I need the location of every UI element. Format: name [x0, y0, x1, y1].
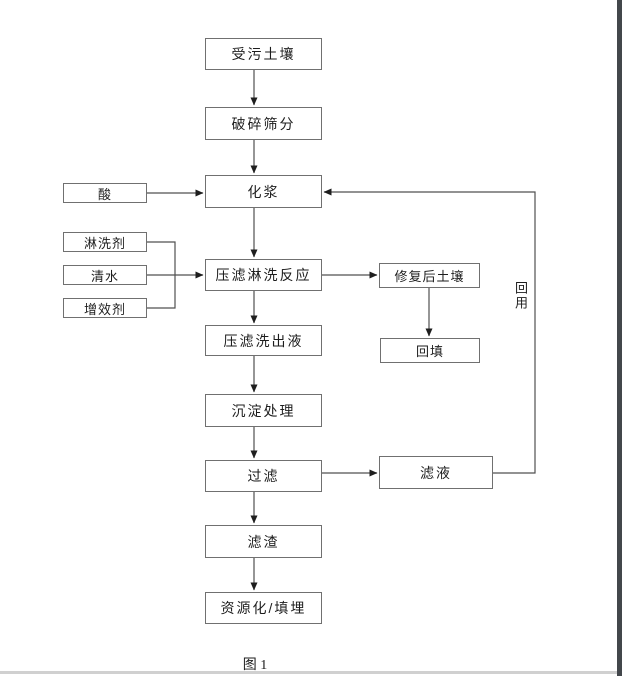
- node-filter-residue: 滤渣: [205, 525, 322, 558]
- edge-label-reuse: 回用: [513, 281, 528, 311]
- node-acid: 酸: [63, 183, 147, 203]
- figure-caption: 图 1: [242, 658, 268, 673]
- page-right-edge-bar: [617, 0, 622, 676]
- node-synergist: 增效剂: [63, 298, 147, 318]
- node-slurry: 化浆: [205, 175, 322, 208]
- node-backfill: 回填: [380, 338, 480, 363]
- node-precipitation: 沉淀处理: [205, 394, 322, 427]
- node-washing-agent: 淋洗剂: [63, 232, 147, 252]
- node-remediated-soil: 修复后土壤: [379, 263, 480, 288]
- node-filtration: 过滤: [205, 460, 322, 492]
- node-clean-water: 清水: [63, 265, 147, 285]
- node-resource-landfill: 资源化/填埋: [205, 592, 322, 624]
- page-bottom-rule: [0, 671, 617, 674]
- node-contaminated-soil: 受污土壤: [205, 38, 322, 70]
- node-press-wash-reaction: 压滤淋洗反应: [205, 259, 322, 291]
- node-press-wash-effluent: 压滤洗出液: [205, 325, 322, 356]
- node-crush-screen: 破碎筛分: [205, 107, 322, 140]
- node-filtrate: 滤液: [379, 456, 493, 489]
